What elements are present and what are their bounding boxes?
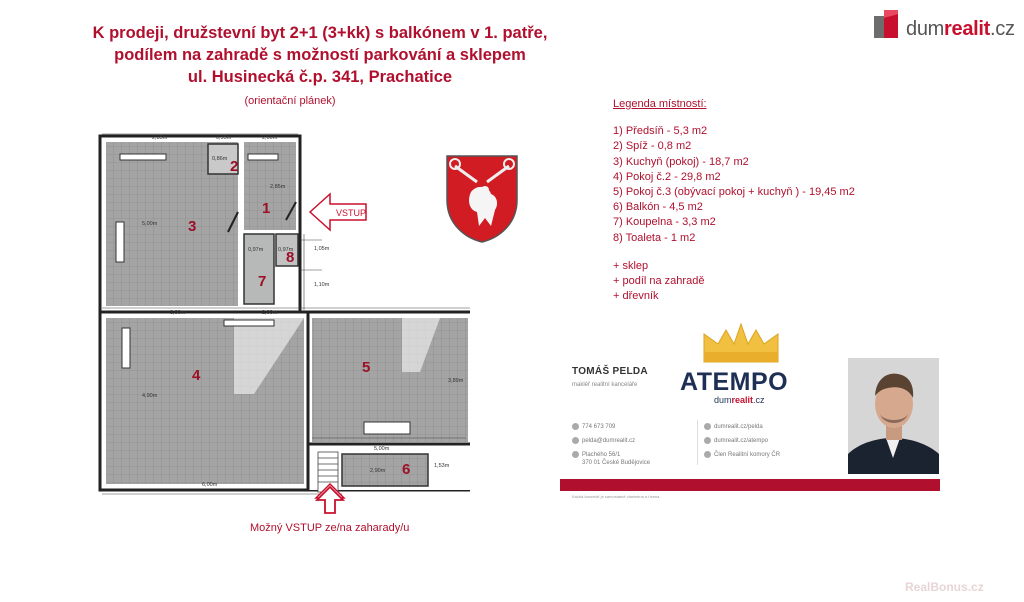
dim-label: 5,00m xyxy=(374,446,390,452)
entry-label: VSTUP xyxy=(336,208,366,218)
atempo-logo[interactable]: ATEMPO dumrealit.cz xyxy=(680,362,805,410)
dim-label: 2,00m xyxy=(262,135,278,141)
legend-item: 7) Koupelna - 3,3 m2 xyxy=(613,216,716,229)
stairs xyxy=(317,451,339,493)
room-2-pantry xyxy=(207,143,239,175)
room-8-toilet xyxy=(275,233,299,267)
legend-extra: + dřevník xyxy=(613,290,659,303)
badge-icon xyxy=(704,451,711,458)
contact-address: Plachého 56/1 370 01 České Budějovice xyxy=(572,451,650,467)
realbonus-watermark: RealBonus.cz xyxy=(905,580,984,594)
room-number-7: 7 xyxy=(258,273,266,290)
legend-item: 1) Předsíň - 5,3 m2 xyxy=(613,125,708,138)
room-number-5: 5 xyxy=(362,359,370,376)
garden-entry-label: Možný VSTUP ze/na zaharady/u xyxy=(250,522,410,534)
footer-bar xyxy=(560,479,940,491)
room-number-3: 3 xyxy=(188,218,196,235)
dim-label: 1,05m xyxy=(314,246,330,252)
room-6-balcony xyxy=(341,453,429,487)
dim-label: 3,89m xyxy=(448,378,464,384)
dim-label: 3,90m xyxy=(170,310,186,316)
legend-extra: + sklep xyxy=(613,259,649,272)
room-number-1: 1 xyxy=(262,200,270,217)
contact-email[interactable]: pelda@dumrealit.cz xyxy=(572,437,635,444)
atempo-wordmark: ATEMPO xyxy=(680,368,789,396)
listing-title: K prodeji, družstevní byt 2+1 (3+kk) s b… xyxy=(60,22,580,88)
dim-label: 0,97m xyxy=(248,247,264,253)
room-legend: Legenda místností: 1) Předsíň - 5,3 m2 2… xyxy=(613,97,855,304)
contact-web-personal[interactable]: dumrealit.cz/pelda xyxy=(704,423,763,430)
legend-item: 6) Balkón - 4,5 m2 xyxy=(613,201,703,214)
legend-extra: + podíl na zahradě xyxy=(613,275,705,288)
dim-label: 2,90m xyxy=(370,468,386,474)
up-arrow-icon xyxy=(315,485,345,514)
contact-phone[interactable]: 774 673 709 xyxy=(572,423,615,430)
phone-icon xyxy=(572,423,579,430)
legend-title: Legenda místností: xyxy=(613,98,707,110)
dim-label: 2,85m xyxy=(152,135,168,141)
legend-item: 4) Pokoj č.2 - 29,8 m2 xyxy=(613,170,721,183)
dim-label: 2,00m xyxy=(262,310,278,316)
agent-photo xyxy=(848,358,939,474)
title-line-3: ul. Husinecká č.p. 341, Prachatice xyxy=(187,68,453,86)
title-line-1: K prodeji, družstevní byt 2+1 (3+kk) s b… xyxy=(92,24,548,42)
house-logo-icon xyxy=(874,10,898,38)
location-icon xyxy=(572,451,579,458)
room-7-bathroom xyxy=(243,233,275,305)
dim-label: 1,10m xyxy=(314,282,330,288)
dim-label: 0,86m xyxy=(212,156,228,162)
atempo-subline: dumrealit.cz xyxy=(714,395,765,405)
dim-label: 0,95m xyxy=(216,135,232,141)
contact-web-office[interactable]: dumrealit.cz/atempo xyxy=(704,437,768,444)
coat-of-arms-icon xyxy=(446,155,518,243)
dim-label: 4,90m xyxy=(142,393,158,399)
entry-arrow: VSTUP xyxy=(308,192,367,232)
title-line-2: podílem na zahradě s možností parkování … xyxy=(114,46,526,64)
email-icon xyxy=(572,437,579,444)
dumrealit-logo[interactable]: dumrealit.cz xyxy=(872,6,1022,42)
dim-label: 0,97m xyxy=(278,247,294,253)
dim-label: 2,85m xyxy=(270,184,286,190)
legend-item: 3) Kuchyň (pokoj) - 18,7 m2 xyxy=(613,155,749,168)
crown-icon xyxy=(703,322,779,363)
legend-item: 2) Spíž - 0,8 m2 xyxy=(613,140,692,153)
legend-item: 8) Toaleta - 1 m2 xyxy=(613,231,696,244)
agent-name: TOMÁŠ PELDA xyxy=(572,366,648,377)
room-number-8: 8 xyxy=(286,249,294,266)
disclaimer: Každá kancelář je samostatně vlastněna a… xyxy=(572,494,661,499)
logo-wordmark: dumrealit.cz xyxy=(906,18,1015,40)
globe-icon xyxy=(704,437,711,444)
dim-label: 5,00m xyxy=(142,221,158,227)
room-5-living xyxy=(312,318,468,442)
room-number-6: 6 xyxy=(402,461,410,478)
globe-icon xyxy=(704,423,711,430)
room-number-4: 4 xyxy=(192,367,201,384)
membership: Člen Realitní komory ČR xyxy=(704,451,780,458)
dim-label: 6,00m xyxy=(202,482,218,488)
floor-plan: 2,85m 0,95m 2,00m 0,86m 2,85m 5,00m 0,97… xyxy=(98,133,470,500)
plan-subtitle: (orientační plánek) xyxy=(244,95,336,107)
agent-role: makléř realitní kanceláře xyxy=(572,382,638,388)
legend-item: 5) Pokoj č.3 (obývací pokoj + kuchyň ) -… xyxy=(613,186,855,199)
dim-label: 1,53m xyxy=(434,463,450,469)
room-number-2: 2 xyxy=(230,158,238,175)
